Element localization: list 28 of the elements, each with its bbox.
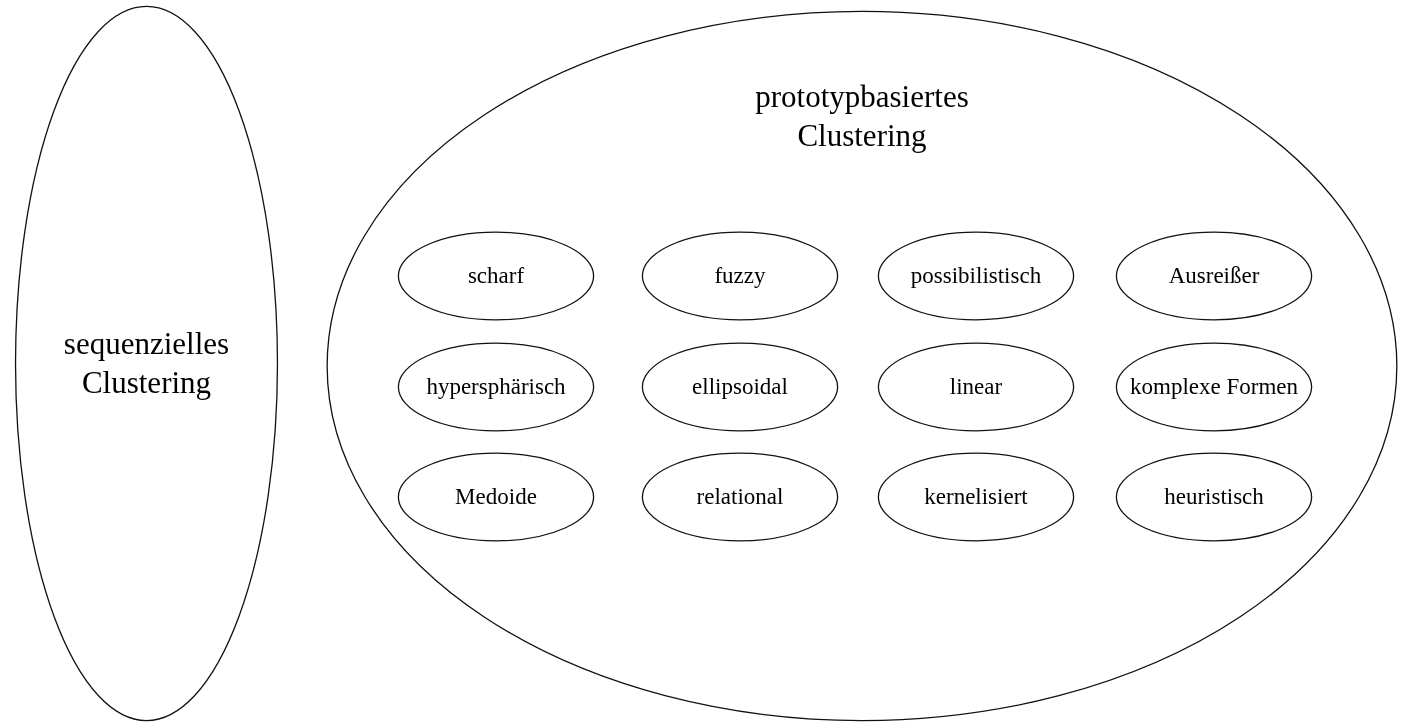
ellipse-node	[642, 232, 838, 320]
node-label: relational	[696, 482, 784, 511]
node-label: komplexe Formen	[1130, 372, 1298, 401]
ellipse-node	[325, 10, 1399, 722]
ellipse-node	[398, 453, 594, 541]
node-label: scharf	[467, 261, 525, 290]
ellipse-node	[1116, 232, 1312, 320]
ellipse-node	[398, 343, 594, 431]
ellipse-node	[15, 5, 278, 722]
ellipse-node	[642, 343, 838, 431]
ellipse-node	[878, 232, 1074, 320]
node-label: Medoide	[455, 482, 537, 511]
ellipse-node	[398, 232, 594, 320]
ellipse-node	[1116, 453, 1312, 541]
node-label: ellipsoidal	[692, 372, 788, 401]
node-label: heuristisch	[1164, 482, 1264, 511]
node-label: prototypbasiertes Clustering	[754, 78, 970, 155]
ellipse-node	[878, 453, 1074, 541]
ellipse-node	[878, 343, 1074, 431]
node-label: sequenzielles Clustering	[62, 324, 231, 402]
node-label: possibilistisch	[910, 261, 1042, 290]
node-label: fuzzy	[714, 261, 766, 290]
node-label: kernelisiert	[924, 482, 1028, 511]
ellipse-node	[1116, 343, 1312, 431]
node-label: linear	[949, 372, 1003, 401]
ellipse-node	[642, 453, 838, 541]
node-label: Ausreißer	[1168, 261, 1260, 290]
node-label: hypersphärisch	[426, 372, 566, 401]
